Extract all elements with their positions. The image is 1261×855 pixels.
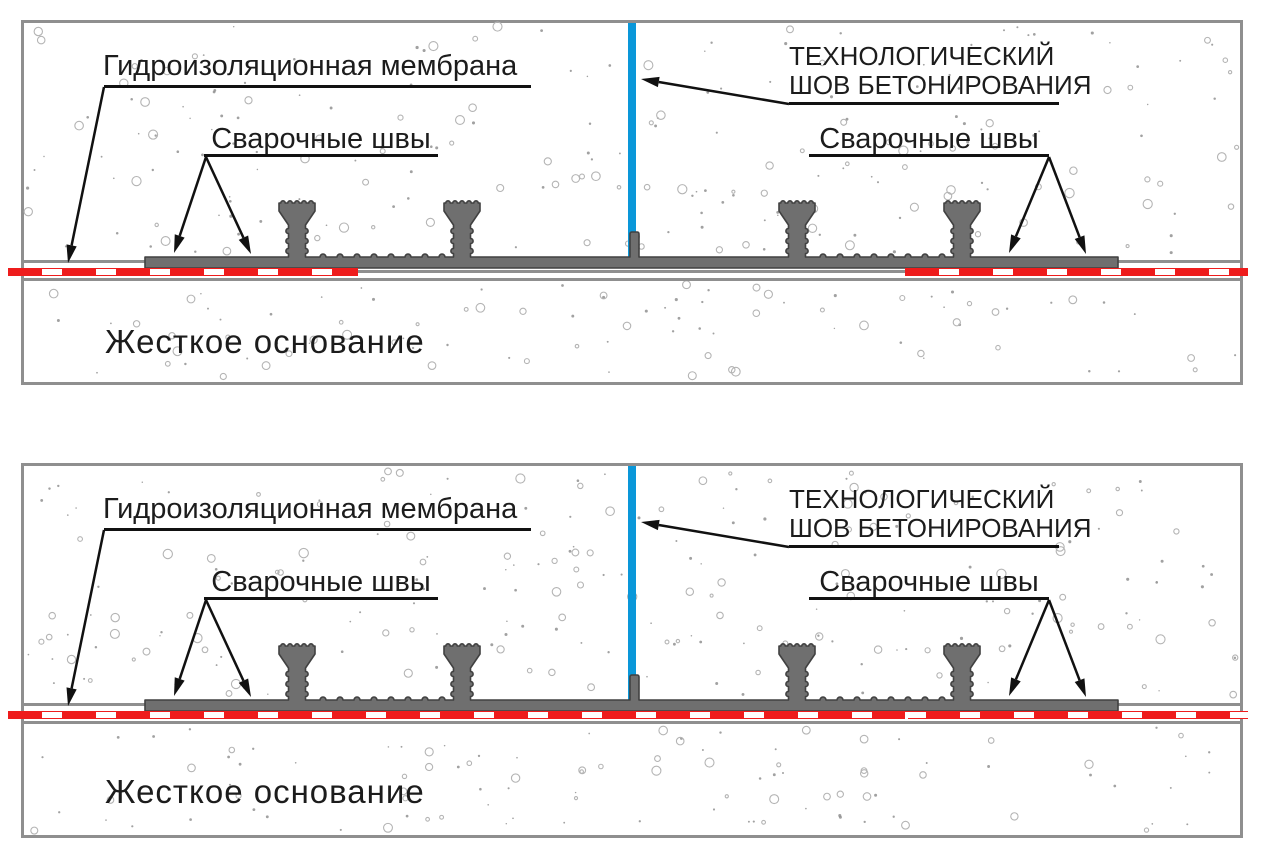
diagram-panel-variant-2: Гидроизоляционная мембрана Сварочные швы… (8, 463, 1248, 838)
weld-seams-underline-left (204, 154, 438, 157)
membrane-gap-line (358, 270, 905, 273)
concreting-joint-underline (789, 102, 1059, 105)
waterproofing-membrane-line (8, 711, 1248, 719)
concreting-joint-label-line2: ШОВ БЕТОНИРОВАНИЯ (789, 70, 1092, 100)
leader-arrows (66, 76, 1086, 263)
rigid-base-edge-line (24, 278, 1240, 281)
membrane-label: Гидроизоляционная мембрана (103, 50, 518, 82)
concreting-joint-label: ТЕХНОЛОГИЧЕСКИЙ ШОВ БЕТОНИРОВАНИЯ (789, 42, 1091, 100)
membrane-label-underline (104, 85, 531, 88)
rigid-base-edge-line (24, 721, 1240, 724)
waterstop-profile (144, 643, 1119, 712)
membrane-label-underline (104, 528, 531, 531)
weld-seams-underline-left (204, 597, 438, 600)
membrane-dash-pattern (8, 269, 358, 275)
membrane-overlap-seam (905, 712, 908, 719)
weld-seams-underline-right (809, 597, 1049, 600)
diagram-canvas (23, 21, 1240, 381)
concrete-texture (27, 467, 1239, 835)
membrane-label: Гидроизоляционная мембрана (103, 493, 518, 525)
weld-seams-label-right: Сварочные швы (819, 123, 1039, 155)
weld-seams-label-left: Сварочные швы (211, 123, 431, 155)
waterproofing-membrane-line (8, 268, 358, 276)
membrane-dash-pattern (905, 269, 1248, 275)
membrane-dash-pattern (8, 712, 1248, 718)
leader-arrows (66, 519, 1086, 706)
waterstop-profile (144, 200, 1119, 269)
concreting-joint-label: ТЕХНОЛОГИЧЕСКИЙ ШОВ БЕТОНИРОВАНИЯ (789, 485, 1091, 543)
rigid-base-label: Жесткое основание (105, 323, 425, 360)
weld-seams-label-left: Сварочные швы (211, 566, 431, 598)
concreting-joint-label-line1: ТЕХНОЛОГИЧЕСКИЙ (789, 41, 1055, 71)
weld-seams-underline-right (809, 154, 1049, 157)
concreting-joint-label-line1: ТЕХНОЛОГИЧЕСКИЙ (789, 484, 1055, 514)
concreting-joint-underline (789, 545, 1059, 548)
diagram-panel-variant-1: Гидроизоляционная мембрана Сварочные швы… (8, 20, 1248, 385)
concreting-joint-line (628, 23, 636, 257)
diagram-canvas (24, 466, 1240, 835)
weld-seams-label-right: Сварочные швы (819, 566, 1039, 598)
waterproofing-membrane-line (905, 268, 1248, 276)
concreting-joint-label-line2: ШОВ БЕТОНИРОВАНИЯ (789, 513, 1092, 543)
concreting-joint-line (628, 466, 636, 700)
rigid-base-label: Жесткое основание (105, 773, 425, 810)
